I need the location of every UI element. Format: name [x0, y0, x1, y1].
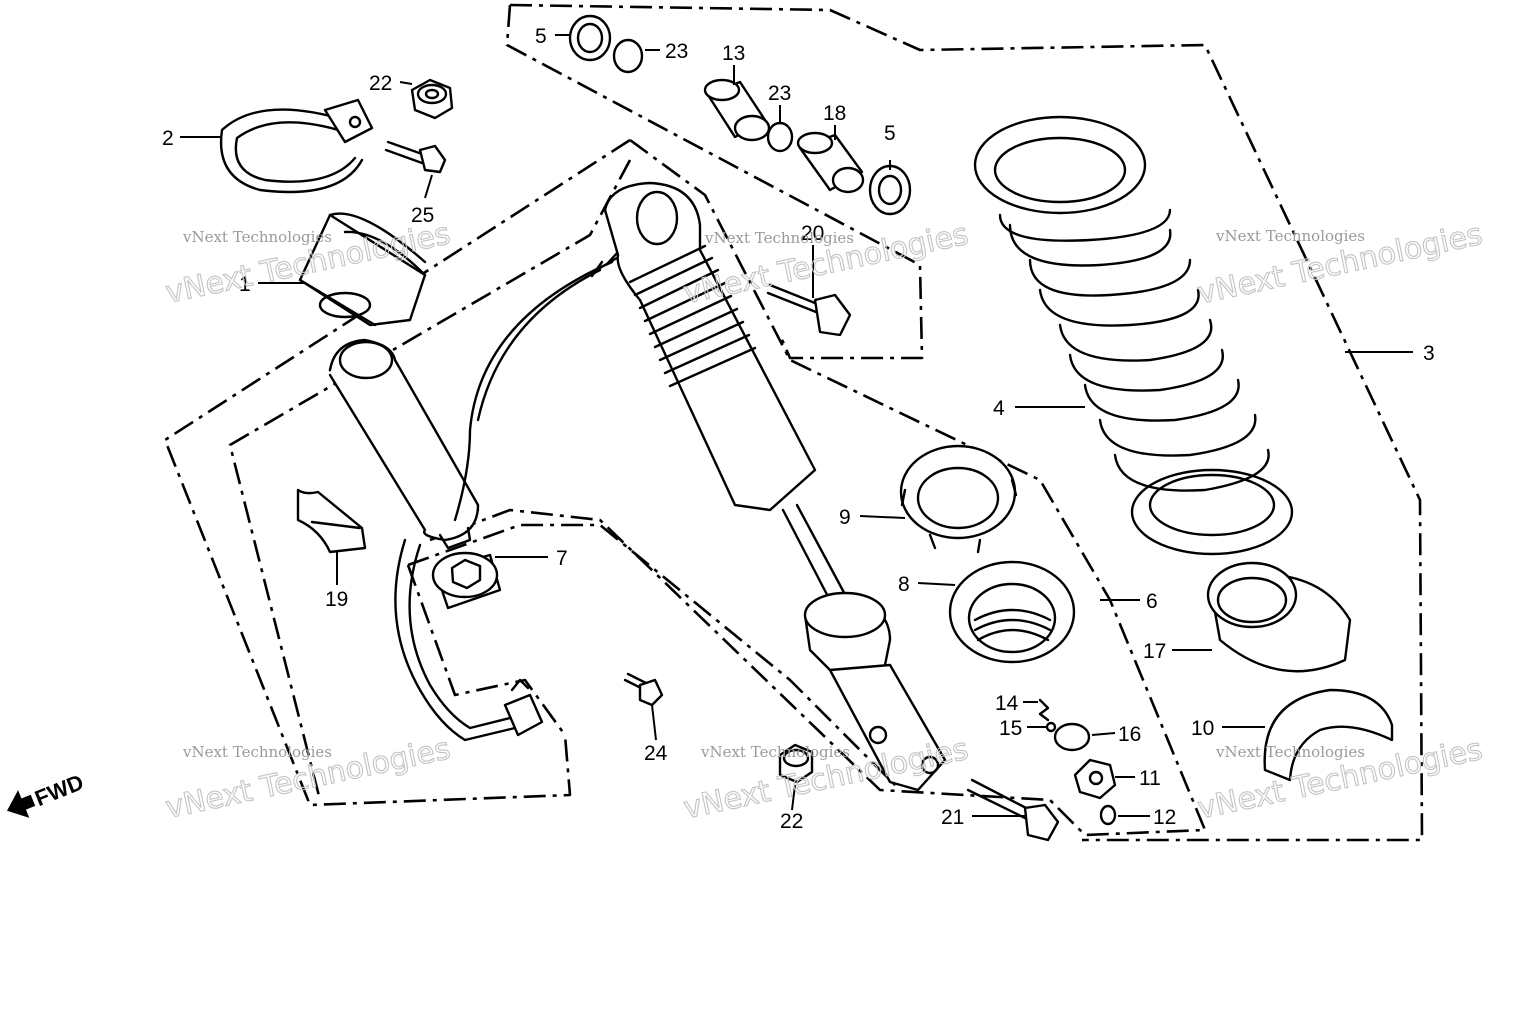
fwd-arrow-icon — [7, 790, 36, 818]
callout-12: 12 — [1153, 806, 1176, 829]
callout-22-top: 22 — [369, 72, 392, 95]
leader-lines — [180, 34, 1413, 817]
callout-4: 4 — [993, 397, 1005, 420]
part-small-spring — [1038, 698, 1050, 722]
callout-17: 17 — [1143, 640, 1166, 663]
callout-19: 19 — [325, 588, 348, 611]
watermark-small: vNext Technologies — [1215, 743, 1365, 761]
callout-7: 7 — [556, 547, 568, 570]
callout-10: 10 — [1191, 717, 1214, 740]
part-bolt-25 — [384, 140, 447, 174]
part-spring-seat — [1206, 561, 1352, 673]
callout-2: 2 — [162, 127, 174, 150]
watermark-small: vNext Technologies — [700, 743, 850, 761]
part-screw-12 — [1099, 804, 1117, 826]
part-nut-upper — [410, 78, 454, 120]
part-hose — [394, 250, 624, 742]
callout-1: 1 — [239, 273, 251, 296]
callout-8: 8 — [898, 573, 910, 596]
part-stopper — [1263, 688, 1394, 782]
callout-9: 9 — [839, 506, 851, 529]
callout-13: 13 — [722, 42, 745, 65]
part-band — [219, 98, 374, 194]
part-reservoir — [328, 338, 480, 550]
part-cap — [431, 551, 502, 610]
callout-5-right: 5 — [884, 122, 896, 145]
callout-6: 6 — [1146, 590, 1158, 613]
watermark-small: vNext Technologies — [182, 743, 332, 761]
callout-20: 20 — [801, 222, 824, 245]
part-dust-seal-right — [868, 164, 912, 216]
part-collar-18 — [796, 131, 865, 194]
callout-16: 16 — [1118, 723, 1141, 746]
part-oring-mid — [766, 121, 794, 153]
fwd-direction-indicator: FWD — [7, 769, 87, 818]
part-adjuster — [1073, 758, 1117, 800]
callout-3: 3 — [1423, 342, 1435, 365]
part-shock-body — [603, 181, 947, 792]
part-oring-16 — [1053, 722, 1091, 752]
callout-18: 18 — [823, 102, 846, 125]
callout-22-bottom: 22 — [780, 810, 803, 833]
callout-11: 11 — [1139, 767, 1161, 790]
part-lock-nut — [899, 444, 1018, 554]
part-ball — [1045, 721, 1057, 733]
part-bolt-21 — [966, 778, 1060, 842]
callout-25: 25 — [411, 204, 434, 227]
part-oring-top — [612, 38, 644, 74]
callout-5-top: 5 — [535, 25, 547, 48]
part-label — [296, 488, 367, 554]
part-nut-lower — [778, 743, 814, 784]
part-adjuster-nut — [948, 560, 1076, 664]
assembly-boundary-6 — [163, 138, 1207, 837]
callout-23-mid: 23 — [768, 82, 791, 105]
watermark-small: vNext Technologies — [1215, 227, 1365, 245]
callout-24: 24 — [644, 742, 668, 765]
part-collar-13 — [703, 78, 771, 142]
watermark-small: vNext Technologies — [182, 228, 332, 246]
callouts: 1 2 3 4 5 5 6 7 8 9 10 11 12 13 14 15 16… — [162, 25, 1435, 833]
part-dust-seal-top — [568, 14, 612, 62]
callout-15: 15 — [999, 717, 1022, 740]
shock-threads — [628, 244, 757, 388]
watermark-small: vNext Technologies — [704, 229, 854, 247]
part-bracket — [298, 212, 427, 327]
part-screw-24 — [623, 672, 664, 707]
fwd-label: FWD — [31, 769, 87, 811]
callout-14: 14 — [995, 692, 1019, 715]
callout-23-top: 23 — [665, 40, 688, 63]
part-bolt-20 — [766, 283, 852, 337]
callout-21: 21 — [941, 806, 964, 829]
part-spring — [973, 115, 1294, 556]
